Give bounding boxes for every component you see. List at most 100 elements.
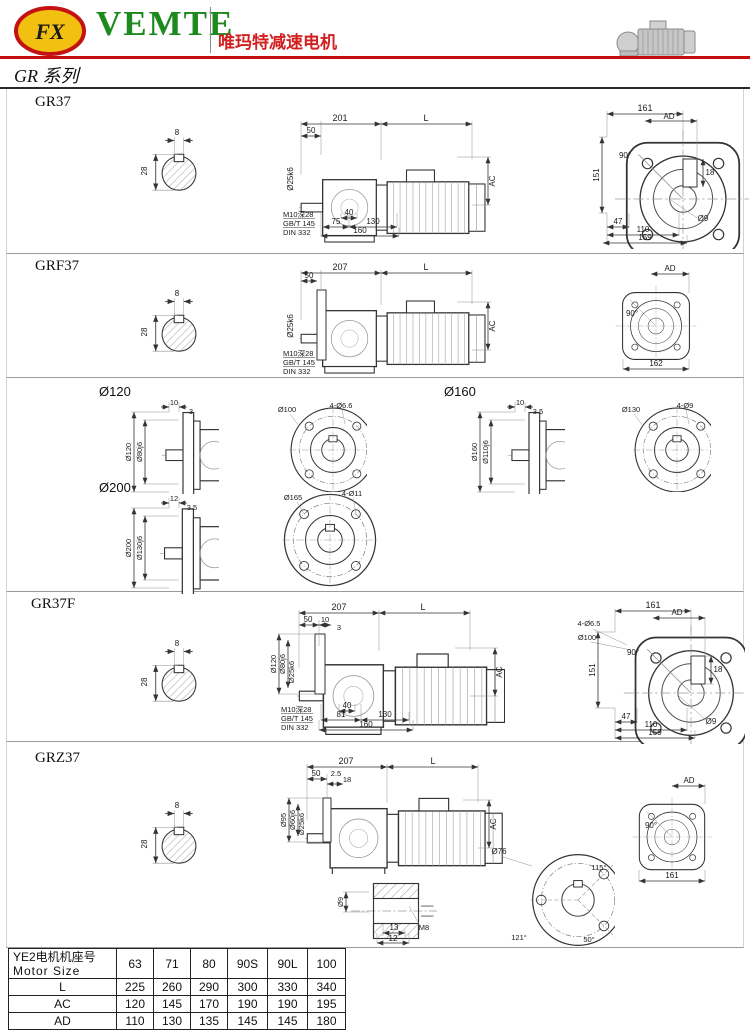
table-row: L 225 260 290 300 330 340	[8, 978, 346, 996]
dim-label: 50	[307, 126, 316, 135]
thread-callout: M10深28	[281, 705, 311, 714]
dim-label: 18	[343, 775, 351, 784]
hole-label: Ø9	[698, 214, 709, 223]
angle-label: 115°	[592, 863, 607, 872]
dim-label: 161	[665, 871, 679, 880]
dim-label: Ø110j6	[481, 440, 490, 464]
dim-label: AD	[664, 264, 675, 273]
model-label: GR37	[35, 94, 71, 110]
flange-title: Ø120	[99, 384, 131, 399]
dim-label: 10	[516, 398, 524, 407]
dim-label: 2.5	[331, 769, 341, 778]
motor-size-column: 71	[153, 948, 191, 979]
model-label: GRF37	[35, 258, 80, 274]
dim-label: Ø80j6	[135, 442, 144, 462]
dim-label: Ø200	[124, 539, 133, 557]
gr37-end-view: 161 AD 151 90° 18 47 110 159 Ø9	[592, 103, 749, 249]
standard-label: GB/T 145	[283, 358, 315, 367]
angle-label: 121°	[511, 933, 527, 942]
table-cell: 195	[307, 995, 346, 1013]
dim-label: 40	[343, 701, 352, 710]
grf37-side-view: 207 L 50 Ø25k6 AC M10深28 GB/T 145 DIN 33…	[283, 262, 497, 376]
table-header-row: YE2电机机座号 Motor Size 63 71 80 90S 90L 100	[8, 948, 346, 979]
dim-label: 162	[649, 359, 663, 368]
section-grz37: GRZ37 8 28 207 L 50 2.5 18 Ø95 Ø60j6 Ø25…	[6, 742, 744, 948]
angle-label: 90°	[626, 309, 638, 318]
table-cell: 120	[116, 995, 154, 1013]
standard-label: GB/T 145	[283, 219, 315, 228]
angle-label: 90°	[619, 151, 631, 160]
dim-label: AD	[683, 776, 694, 785]
thread-callout: M8	[419, 923, 429, 932]
dim-label: Ø76	[491, 847, 507, 856]
dim-label: Ø130	[622, 405, 640, 414]
dim-label: L	[420, 602, 425, 612]
table-cell: 180	[307, 1012, 346, 1030]
table-cell: 260	[153, 978, 191, 996]
terminal-box	[682, 158, 698, 188]
thread-callout: M10深28	[283, 349, 313, 358]
flange-160-side-view: Ø160 Ø110j6 10 3.5	[470, 398, 565, 494]
gr37-side-view: 201 L 50 Ø25k6 AC 40 75 130 160 M10深28 G…	[283, 113, 497, 249]
dim-label: 130	[366, 217, 380, 226]
table-cell: 170	[190, 995, 228, 1013]
row-label: AC	[8, 995, 117, 1013]
dim-label: 207	[338, 756, 353, 766]
dim-label: 18	[706, 168, 715, 177]
dim-label: 8	[175, 639, 180, 648]
row-label: AD	[8, 1012, 117, 1030]
dim-label: 47	[614, 217, 623, 226]
angle-label: 90°	[645, 821, 657, 830]
dim-label: Ø25k6	[286, 167, 295, 191]
dim-label: AC	[495, 666, 504, 677]
flange-title: Ø200	[99, 480, 131, 495]
row-label: L	[8, 978, 117, 996]
dim-label: 3.5	[187, 503, 197, 512]
dim-label: 161	[645, 600, 660, 610]
flange-200-side-view: Ø200 Ø130j6 12 3.5	[124, 494, 219, 594]
section-grf37: GRF37 8 28 207 L 50 Ø25k6 AC M10深28 GB/T…	[6, 254, 744, 378]
dim-label: Ø80j6	[278, 654, 287, 674]
dim-label: 28	[140, 327, 149, 336]
dim-label: 12	[389, 934, 398, 943]
logo-monogram: FX	[34, 19, 66, 44]
dim-label: 13	[390, 923, 399, 932]
dim-label: Ø95	[279, 813, 288, 827]
dim-label: 130	[378, 710, 392, 719]
dim-label: 151	[592, 168, 601, 182]
hole-label: 4-Ø6.6	[330, 401, 353, 410]
table-cell: 290	[190, 978, 228, 996]
dim-label: 50	[312, 769, 321, 778]
hole-label: Ø9	[337, 897, 345, 907]
hole-label: 4-Ø6.5	[578, 619, 601, 628]
terminal-box	[690, 655, 706, 685]
dim-label: 10	[321, 615, 329, 624]
dim-label: Ø130j6	[135, 536, 144, 560]
header-rule	[0, 56, 750, 59]
standard-label: GB/T 145	[281, 714, 313, 723]
grz37-hollow-shaft-detail: Ø9 13 12 M8	[337, 872, 437, 946]
dim-label: 201	[332, 113, 347, 123]
dim-label: AD	[663, 112, 674, 121]
table-cell: 225	[116, 978, 154, 996]
dim-label: AC	[489, 818, 498, 829]
grz37-side-view: 207 L 50 2.5 18 Ø95 Ø60j6 Ø25k6 AC	[279, 756, 503, 874]
table-cell: 300	[227, 978, 268, 996]
dim-label: 12	[170, 494, 178, 503]
dim-label: L	[430, 756, 435, 766]
dim-label: 81	[337, 710, 346, 719]
standard-label: DIN 332	[283, 228, 311, 237]
dim-label: 75	[332, 217, 341, 226]
dim-label: 8	[175, 801, 180, 810]
dim-label: Ø25k6	[297, 813, 306, 835]
dim-label: 207	[332, 262, 347, 272]
brand-name: VEMTE	[96, 4, 235, 43]
table-cell: 135	[190, 1012, 228, 1030]
dim-label: Ø165	[284, 493, 302, 502]
dim-label: 161	[637, 103, 652, 113]
dim-label: 151	[588, 663, 597, 677]
dim-label: Ø120	[124, 443, 133, 461]
dim-label: Ø25k6	[286, 314, 295, 338]
hole-label: 4-Ø9	[677, 401, 694, 410]
